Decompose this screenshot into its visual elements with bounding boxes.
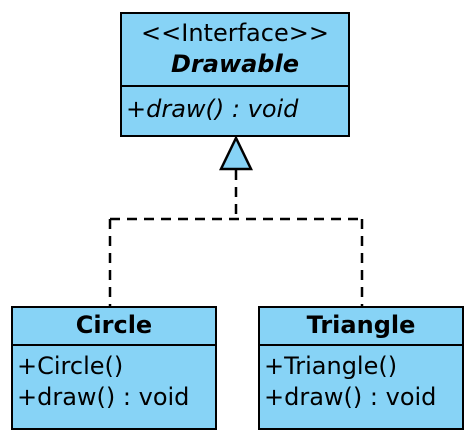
interface-name: Drawable [170, 50, 299, 78]
interface-operations-section: +draw() : void [122, 87, 348, 125]
class-operation: +Circle() [17, 352, 124, 380]
class-title-section: Circle [13, 308, 215, 346]
interface-title-section: <<Interface>> Drawable [122, 14, 348, 87]
class-operations-section: +Triangle() +draw() : void [260, 346, 462, 413]
class-name: Triangle [306, 311, 416, 339]
class-operations-section: +Circle() +draw() : void [13, 346, 215, 413]
class-operation: +Triangle() [264, 352, 398, 380]
class-name: Circle [75, 311, 153, 339]
class-circle[interactable]: Circle +Circle() +draw() : void [11, 306, 217, 430]
interface-operation: +draw() : void [126, 95, 299, 123]
realization-arrowhead [219, 135, 253, 171]
interface-stereotype: <<Interface>> [141, 19, 329, 47]
class-triangle[interactable]: Triangle +Triangle() +draw() : void [258, 306, 464, 430]
class-operation: +draw() : void [17, 383, 190, 411]
interface-drawable[interactable]: <<Interface>> Drawable +draw() : void [120, 12, 350, 137]
class-title-section: Triangle [260, 308, 462, 346]
class-operation: +draw() : void [264, 383, 437, 411]
